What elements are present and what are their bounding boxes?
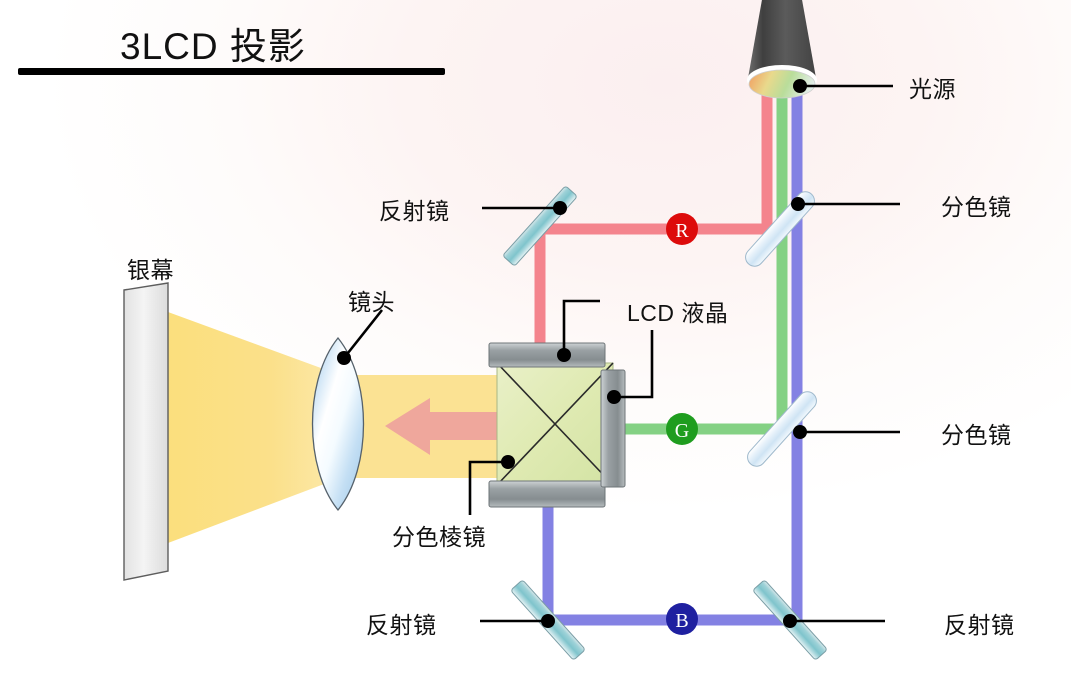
beam-badge-r-label: R <box>675 220 689 242</box>
beam-badge-g: G <box>666 413 698 445</box>
label-mirror-bottom-left: 反射镜 <box>366 612 437 638</box>
dichroic-mirror-middle[interactable] <box>744 388 820 470</box>
title-underline <box>18 68 445 75</box>
label-mirror-top-left: 反射镜 <box>379 198 450 224</box>
leader-lcd-top <box>562 299 600 355</box>
light-source-lamp[interactable] <box>747 0 817 99</box>
label-prism: 分色棱镜 <box>392 524 486 550</box>
light-direction-arrow <box>385 398 505 455</box>
label-dichroic-middle: 分色镜 <box>941 422 1012 448</box>
red-beam-path <box>534 92 773 363</box>
cross-dichroic-prism[interactable] <box>496 362 614 486</box>
leader-dots <box>337 79 807 628</box>
lcd-panel-bottom[interactable] <box>488 480 606 508</box>
leader-lcd-right <box>614 330 654 399</box>
projection-lens <box>311 336 365 512</box>
lcd-panel-right[interactable] <box>600 369 626 488</box>
beam-badge-b-label: B <box>675 610 688 632</box>
label-mirror-bottom-right: 反射镜 <box>944 612 1015 638</box>
page-title: 3LCD 投影 <box>120 26 306 67</box>
label-light-source: 光源 <box>909 76 956 102</box>
screen-panel <box>123 282 169 581</box>
label-lcd: LCD 液晶 <box>627 300 729 326</box>
beam-badge-b: B <box>666 603 698 635</box>
label-dichroic-top: 分色镜 <box>941 194 1012 220</box>
leader-prism <box>468 460 508 515</box>
label-lens: 镜头 <box>348 289 395 315</box>
projection-light-cone <box>168 312 340 543</box>
leader-lens <box>342 309 384 359</box>
lcd-panel-top[interactable] <box>488 342 606 368</box>
beam-badge-g-label: G <box>675 420 689 442</box>
label-screen: 银幕 <box>127 257 174 283</box>
beam-badge-r: R <box>666 213 698 245</box>
